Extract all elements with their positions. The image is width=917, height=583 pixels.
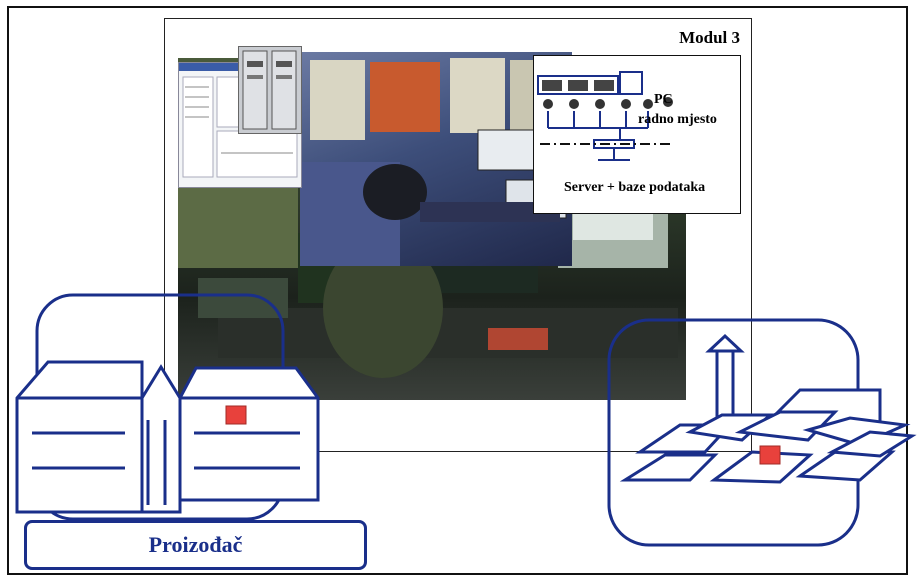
settlement-icon bbox=[619, 333, 917, 484]
module-title: Modul 3 bbox=[679, 28, 740, 47]
workstation-label: radno mjesto bbox=[638, 112, 717, 127]
server-cabinet-detail bbox=[242, 50, 297, 130]
operations-room-photo bbox=[300, 52, 572, 266]
producer-label-box: Proizođač bbox=[24, 520, 367, 570]
operations-room-photo-detail bbox=[300, 58, 567, 266]
server-label: Server + baze podataka bbox=[564, 180, 706, 195]
server-cabinet-image bbox=[238, 46, 302, 134]
pc-label: PC bbox=[654, 92, 673, 107]
outer-frame bbox=[7, 6, 908, 575]
network-schematic-drawing bbox=[537, 71, 674, 161]
settlement-marker bbox=[759, 445, 781, 465]
factory-icon bbox=[15, 360, 320, 514]
producer-label: Proizođač bbox=[148, 532, 243, 557]
producer-marker bbox=[225, 405, 247, 425]
network-schematic: PC radno mjesto Server + baze podataka bbox=[533, 55, 741, 214]
